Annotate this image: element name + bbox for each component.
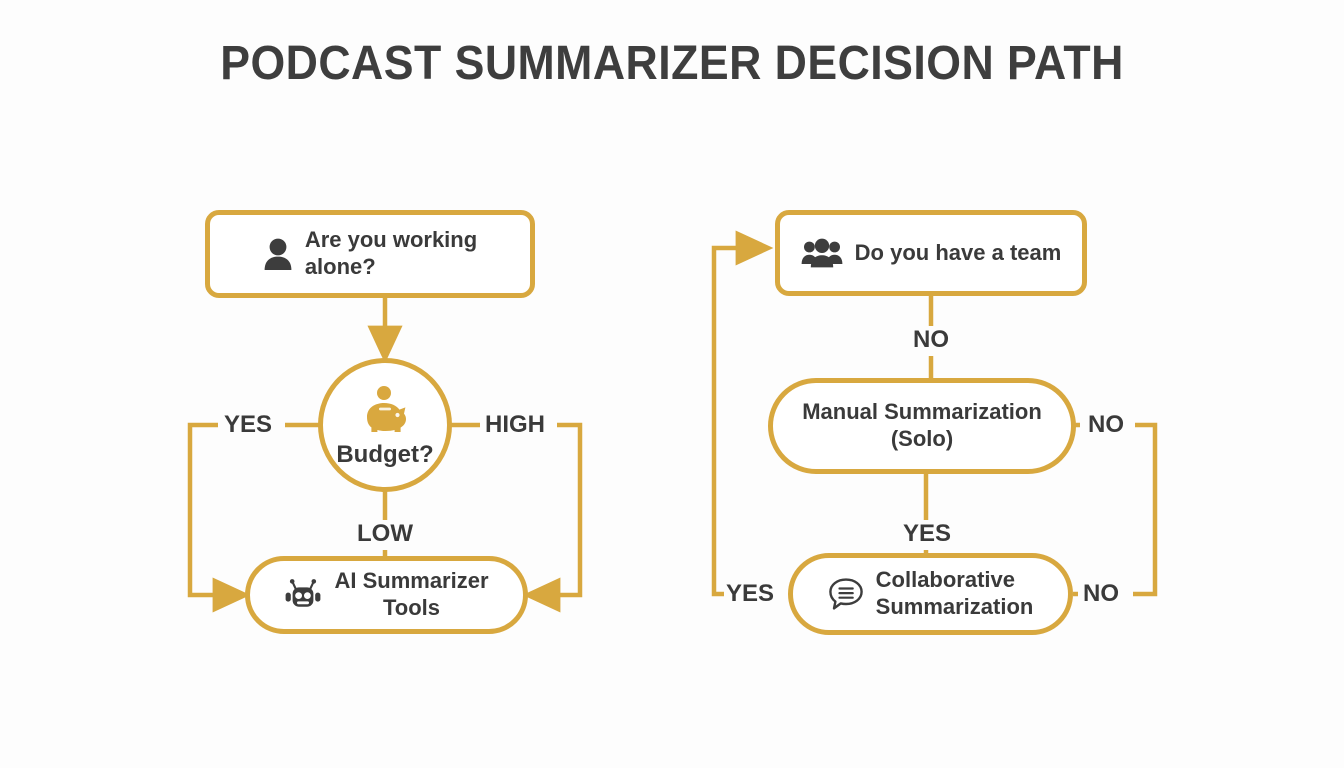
- node-collaborative-summarization[interactable]: Collaborative Summarization: [788, 553, 1073, 635]
- node-content: Are you working alone?: [249, 227, 491, 281]
- edge-label-yes-left: YES: [224, 411, 273, 438]
- edge-collab-yes-to-team: [711, 230, 774, 597]
- node-budget[interactable]: Budget?: [318, 358, 452, 492]
- edge-label-no-collab-right: NO: [1083, 580, 1119, 607]
- node-label: Budget?: [336, 441, 434, 469]
- edge-label-low-center: LOW: [357, 520, 413, 547]
- team-icon: [801, 238, 843, 268]
- node-do-you-have-a-team[interactable]: Do you have a team: [775, 210, 1087, 296]
- piggy-bank-icon: [367, 386, 406, 433]
- edge-label-yes-manual-down: YES: [903, 520, 952, 547]
- person-icon: [264, 238, 292, 270]
- node-content: Manual Summarization (Solo): [788, 399, 1056, 453]
- node-label: Do you have a team: [854, 239, 1062, 265]
- node-label: Are you working alone?: [304, 227, 478, 279]
- edge-label-no-team-down: NO: [913, 326, 949, 353]
- edge-label-no-manual-right: NO: [1088, 411, 1124, 438]
- node-content: AI Summarizer Tools: [270, 568, 502, 622]
- edge-label-yes-collab-left: YES: [726, 580, 775, 607]
- speech-bubble-icon: [828, 578, 863, 610]
- node-content: Do you have a team: [787, 238, 1076, 268]
- edge-high-to-ai-tools: [522, 422, 583, 613]
- edge-label-high-right: HIGH: [485, 411, 545, 438]
- node-are-you-working-alone[interactable]: Are you working alone?: [205, 210, 535, 298]
- node-label: Collaborative Summarization: [875, 567, 1034, 619]
- node-manual-summarization-solo[interactable]: Manual Summarization (Solo): [768, 378, 1076, 474]
- edge-right-no-bracket: [1133, 422, 1158, 597]
- page-title: PODCAST SUMMARIZER DECISION PATH: [220, 37, 1124, 90]
- node-ai-summarizer-tools[interactable]: AI Summarizer Tools: [245, 556, 528, 634]
- node-label: Manual Summarization (Solo): [802, 399, 1042, 451]
- node-label: AI Summarizer Tools: [334, 568, 489, 620]
- node-content: Collaborative Summarization: [814, 567, 1048, 621]
- robot-icon: [286, 579, 321, 607]
- edge-yes-to-ai-tools: [187, 422, 251, 613]
